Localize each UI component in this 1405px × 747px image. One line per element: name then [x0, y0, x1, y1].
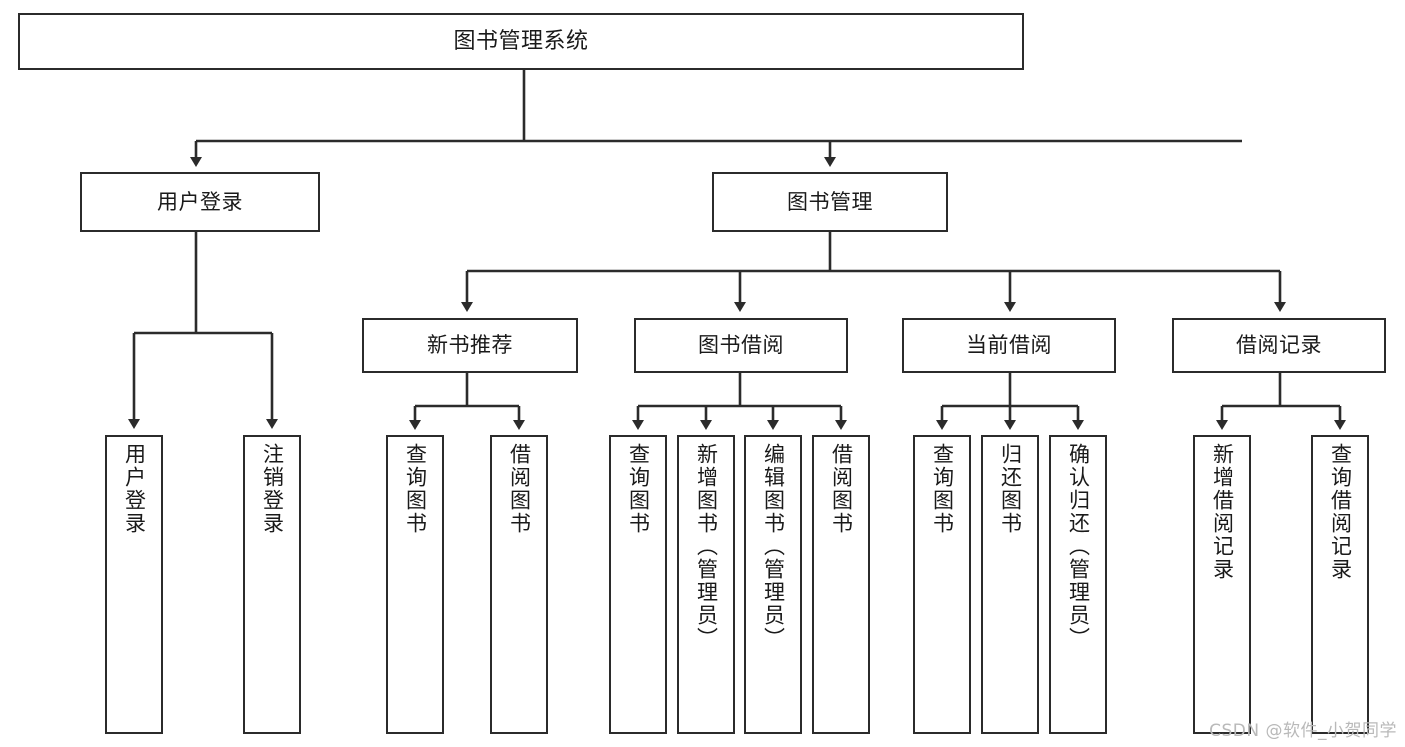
node-label: 用户登录 [122, 443, 147, 535]
node-label: 当前借阅 [966, 333, 1052, 358]
leaf-query-book-borrow[interactable]: 查询图书 [609, 435, 667, 734]
leaf-query-borrow-record[interactable]: 查询借阅记录 [1311, 435, 1369, 734]
node-label: 确认归还（管理员） [1066, 443, 1091, 650]
node-label: 图书管理系统 [453, 28, 589, 54]
node-label: 查询图书 [403, 443, 428, 535]
leaf-add-book[interactable]: 新增图书（管理员） [677, 435, 735, 734]
node-label: 查询图书 [626, 443, 651, 535]
node-user-login[interactable]: 用户登录 [80, 172, 320, 232]
leaf-add-borrow-record[interactable]: 新增借阅记录 [1193, 435, 1251, 734]
node-label: 查询借阅记录 [1328, 443, 1353, 581]
leaf-query-book-recommend[interactable]: 查询图书 [386, 435, 444, 734]
node-label: 图书管理 [787, 189, 873, 214]
leaf-logout-login[interactable]: 注销登录 [243, 435, 301, 734]
node-label: 新书推荐 [427, 333, 513, 358]
node-label: 借阅记录 [1236, 333, 1322, 358]
node-label: 新增借阅记录 [1210, 443, 1235, 581]
node-book-borrow[interactable]: 图书借阅 [634, 318, 848, 373]
node-label: 注销登录 [260, 443, 285, 535]
leaf-user-login[interactable]: 用户登录 [105, 435, 163, 734]
node-book-manage[interactable]: 图书管理 [712, 172, 948, 232]
leaf-query-book-current[interactable]: 查询图书 [913, 435, 971, 734]
leaf-edit-book[interactable]: 编辑图书（管理员） [744, 435, 802, 734]
node-new-book-recommend[interactable]: 新书推荐 [362, 318, 578, 373]
node-current-borrow[interactable]: 当前借阅 [902, 318, 1116, 373]
node-borrow-record[interactable]: 借阅记录 [1172, 318, 1386, 373]
leaf-borrow-book-recommend[interactable]: 借阅图书 [490, 435, 548, 734]
node-label: 新增图书（管理员） [694, 443, 719, 650]
leaf-return-book[interactable]: 归还图书 [981, 435, 1039, 734]
node-label: 归还图书 [998, 443, 1023, 535]
node-label: 编辑图书（管理员） [761, 443, 786, 650]
node-label: 借阅图书 [829, 443, 854, 535]
node-label: 用户登录 [157, 189, 243, 214]
node-label: 查询图书 [930, 443, 955, 535]
csdn-watermark: CSDN @软件_小贺同学 [1209, 721, 1397, 741]
node-label: 借阅图书 [507, 443, 532, 535]
leaf-borrow-book[interactable]: 借阅图书 [812, 435, 870, 734]
leaf-confirm-return[interactable]: 确认归还（管理员） [1049, 435, 1107, 734]
node-root-system[interactable]: 图书管理系统 [18, 13, 1024, 70]
node-label: 图书借阅 [698, 333, 784, 358]
